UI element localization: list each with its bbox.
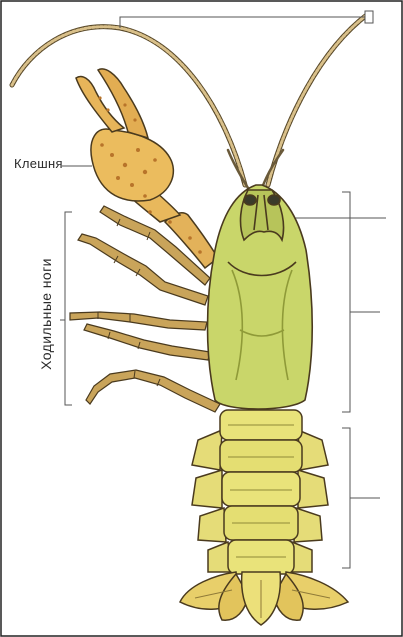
cephalothorax — [208, 185, 313, 409]
antennae — [12, 14, 368, 188]
tail-fan — [180, 572, 348, 625]
walking-legs-label: Ходильные ноги — [38, 239, 54, 389]
claw-label: Клешня — [14, 156, 63, 171]
abdomen — [192, 410, 328, 574]
